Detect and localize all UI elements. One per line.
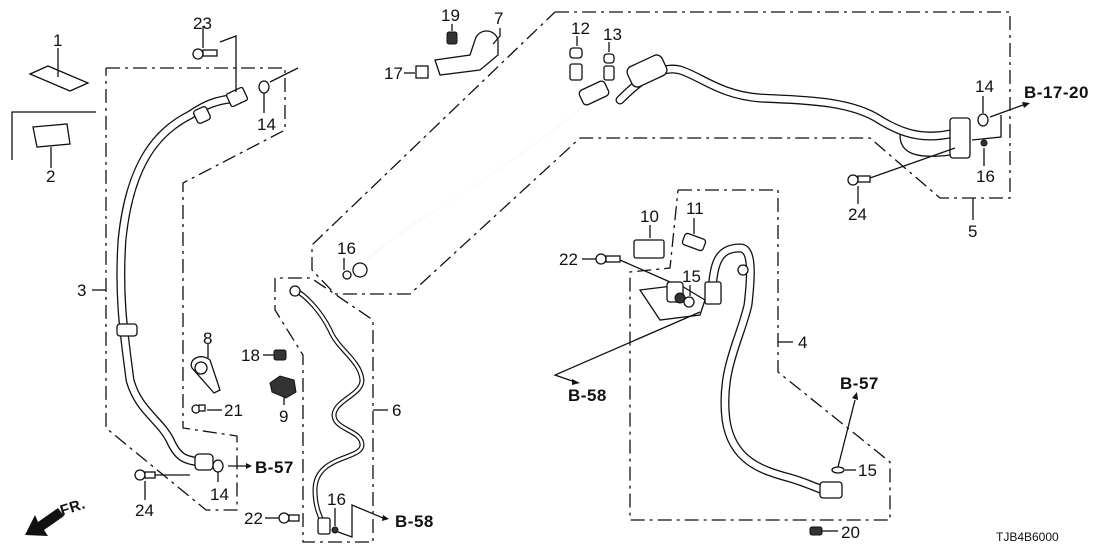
reference-b-58-bottom[interactable]: B-58 xyxy=(395,512,434,531)
part-label-22-top: 22 xyxy=(559,250,578,269)
group-4-boundary xyxy=(629,189,891,521)
reference-b-57-left[interactable]: B-57 xyxy=(255,458,294,477)
o-ring-part-14-right xyxy=(977,113,989,127)
o-ring-part-14-bottom xyxy=(212,459,224,473)
group-3-boundary xyxy=(105,67,286,511)
bolt-part-24-right xyxy=(847,174,871,186)
part-label-14-top: 14 xyxy=(257,115,276,134)
clamp-part-8 xyxy=(190,356,221,394)
clip-part-17 xyxy=(415,65,429,79)
part-label-19: 19 xyxy=(441,6,460,25)
pipe-part-5 xyxy=(615,64,955,141)
part-label-4: 4 xyxy=(798,333,808,352)
clamp-part-7 xyxy=(434,30,499,76)
o-ring-part-16-right xyxy=(980,139,988,147)
nut-part-20 xyxy=(809,526,823,536)
part-label-24-right: 24 xyxy=(848,205,867,224)
bolt-part-19 xyxy=(446,31,458,45)
part-label-14-right: 14 xyxy=(975,77,994,96)
bolt-part-21 xyxy=(191,404,206,414)
part-label-14-bottom: 14 xyxy=(210,485,229,504)
part-label-5: 5 xyxy=(968,222,978,241)
label-sheet-part-2 xyxy=(32,123,71,148)
part-label-12: 12 xyxy=(571,19,590,38)
bracket-part-10 xyxy=(633,239,665,259)
diagram-code: TJB4B6000 xyxy=(996,530,1059,544)
part-label-15-lower: 15 xyxy=(858,461,877,480)
reference-b-57-right[interactable]: B-57 xyxy=(840,374,879,393)
front-direction-arrow-icon xyxy=(25,508,64,536)
part-label-21: 21 xyxy=(224,401,243,420)
part-label-3: 3 xyxy=(77,281,87,300)
part-label-17: 17 xyxy=(384,64,403,83)
bolt-part-22-bottom xyxy=(278,512,300,524)
bolt-part-22-top xyxy=(595,253,621,265)
part-label-10: 10 xyxy=(640,207,659,226)
group-5-boundary xyxy=(311,11,1011,295)
part-label-23: 23 xyxy=(193,14,212,33)
part-label-8: 8 xyxy=(203,329,213,348)
part-label-9: 9 xyxy=(279,407,289,426)
part-label-16-top: 16 xyxy=(337,239,356,258)
o-ring-part-16-top xyxy=(342,270,352,280)
label-sheet-part-1 xyxy=(28,65,90,92)
part-label-18: 18 xyxy=(241,346,260,365)
part-label-22-bottom: 22 xyxy=(244,509,263,528)
part-label-16-right: 16 xyxy=(976,167,995,186)
cap-part-12 xyxy=(569,47,583,59)
part-label-6: 6 xyxy=(392,401,402,420)
reference-b-58-middle[interactable]: B-58 xyxy=(568,386,607,405)
bolt-part-23 xyxy=(192,48,218,60)
group-6-boundary xyxy=(274,277,374,543)
part-label-20: 20 xyxy=(841,523,860,542)
o-ring-part-15-lower xyxy=(831,466,845,474)
o-ring-part-14-top xyxy=(258,80,270,94)
bolt-part-24-left xyxy=(134,469,156,481)
switch-part-11 xyxy=(681,232,707,252)
hose-part-3 xyxy=(116,93,243,467)
part-label-13: 13 xyxy=(603,25,622,44)
part-label-16-bottom: 16 xyxy=(327,490,346,509)
part-label-24-left: 24 xyxy=(135,501,154,520)
reference-b-17-20[interactable]: B-17-20 xyxy=(1024,83,1089,102)
part-label-7: 7 xyxy=(494,9,504,28)
cap-part-13 xyxy=(603,53,615,64)
o-ring-part-15-upper xyxy=(683,296,695,308)
o-ring-part-16-bottom xyxy=(331,526,339,534)
part-label-1: 1 xyxy=(53,31,63,50)
clip-part-18 xyxy=(273,349,287,361)
part-label-2: 2 xyxy=(46,167,56,186)
part-label-11: 11 xyxy=(686,199,704,218)
connector-part-9 xyxy=(269,375,297,399)
part-2-bracket-line xyxy=(11,111,96,160)
part-label-15-upper: 15 xyxy=(682,267,701,286)
